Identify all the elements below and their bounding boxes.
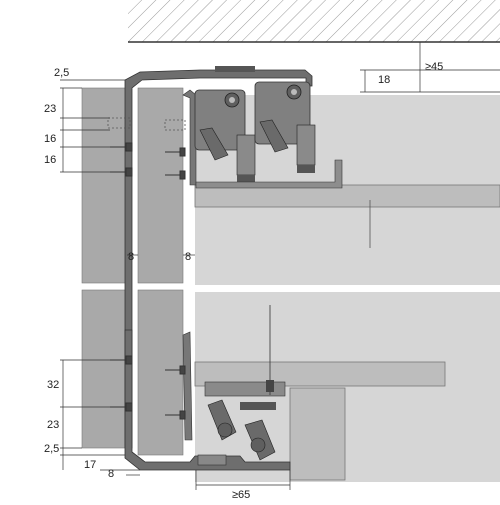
dim-upper-offset: 23: [44, 103, 56, 115]
dim-bottom-clearance: 17: [84, 459, 96, 471]
ceiling-hatch: [128, 0, 500, 42]
left-panel-top: [81, 87, 128, 284]
dim-lower-spacing: 32: [47, 379, 59, 391]
lower-screw-head: [266, 380, 274, 392]
left-panel-bottom: [81, 289, 128, 449]
upper-screws: [110, 142, 186, 180]
door-guide-bottom: [182, 331, 193, 441]
upper-dashed-holes: [107, 117, 186, 131]
dim-top-gap: 2,5: [54, 67, 69, 79]
dim-ceiling-clearance: ≥45: [425, 61, 443, 73]
dim-screw-spacing-2: 16: [44, 154, 56, 166]
door-left-bottom: [137, 289, 184, 456]
lower-box: [289, 387, 346, 481]
lower-roller-assembly: [197, 381, 286, 466]
dim-door-thickness-left: 8: [128, 251, 134, 263]
dim-bottom-door-gap: 8: [108, 468, 114, 480]
dim-bottom-gap: 2,5: [44, 443, 59, 455]
upper-roller-carriage-1: [194, 89, 256, 183]
lower-screws: [110, 355, 186, 420]
upper-shelf: [194, 184, 500, 208]
door-left-top: [137, 87, 184, 284]
upper-roller-carriage-2: [254, 81, 316, 173]
top-rail-cap: [215, 66, 255, 72]
bottom-rail-profile: [124, 329, 291, 471]
dimension-lines: [60, 42, 500, 490]
dim-panel-gap-top: 18: [378, 74, 390, 86]
dim-track-width: ≥65: [232, 489, 250, 500]
upper-track-profile: [195, 159, 343, 189]
dim-screw-spacing-1: 16: [44, 133, 56, 145]
dim-lower-offset: 23: [47, 419, 59, 431]
dim-door-thickness-right: 8: [185, 251, 191, 263]
